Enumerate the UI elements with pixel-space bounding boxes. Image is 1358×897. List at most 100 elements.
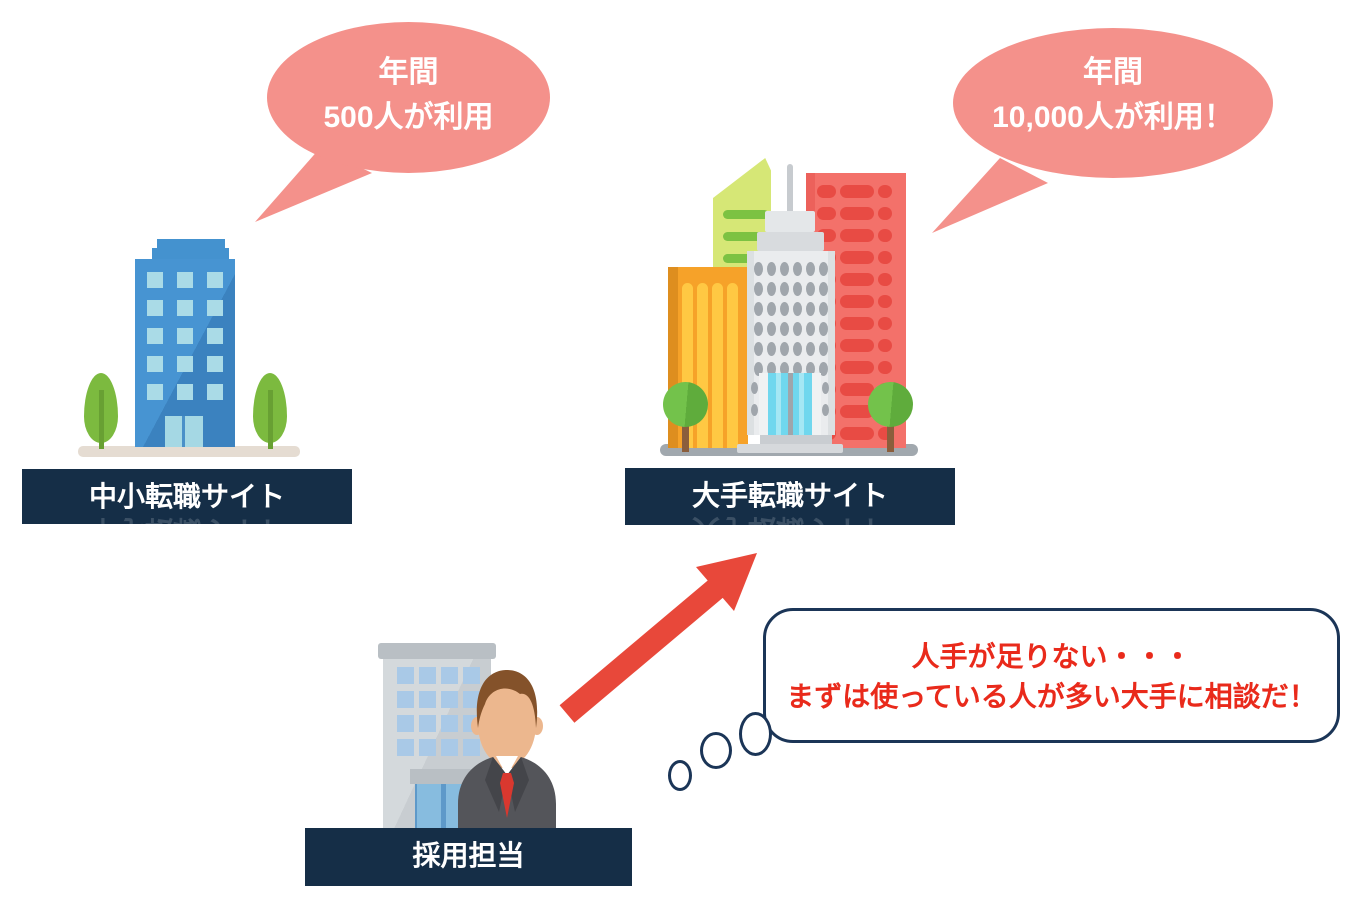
- thought-bubble: 人手が足りない・・・ まずは使っている人が多い大手に相談だ！: [763, 608, 1340, 743]
- window: [806, 322, 815, 336]
- window: [463, 691, 480, 708]
- window: [463, 667, 480, 684]
- window: [397, 715, 414, 732]
- window: [441, 739, 458, 756]
- window: [780, 262, 789, 276]
- glass-stripe: [799, 373, 804, 435]
- window: [147, 328, 163, 344]
- window-row: [817, 207, 892, 220]
- window: [840, 251, 874, 264]
- window: [819, 322, 828, 336]
- tree-trunk: [99, 390, 104, 449]
- window: [754, 302, 763, 316]
- skyscraper-pedestal-lower: [737, 444, 843, 453]
- window-stripe: [723, 254, 769, 263]
- window: [878, 251, 892, 264]
- window: [767, 302, 776, 316]
- label-major-site-text: 大手転職サイト: [691, 480, 888, 511]
- tie: [500, 773, 514, 818]
- recruiter-building-windows: [397, 667, 480, 756]
- label-recruiter: 採用担当: [305, 828, 632, 886]
- window: [419, 739, 436, 756]
- bubble-major-line2: 10,000人が利用！: [992, 101, 1234, 134]
- entrance-column: [759, 373, 768, 435]
- lapel: [485, 757, 507, 812]
- round-tree-icon: [868, 382, 913, 427]
- arrow-shaft: [559, 577, 727, 723]
- door-mullion: [788, 373, 793, 435]
- window: [819, 342, 828, 356]
- window: [754, 322, 763, 336]
- window: [397, 739, 414, 756]
- window: [817, 185, 836, 198]
- small-site-ground: [78, 446, 300, 457]
- window: [767, 262, 776, 276]
- glass-stripe: [776, 373, 781, 435]
- window: [840, 383, 874, 396]
- window: [840, 339, 874, 352]
- window: [207, 300, 223, 316]
- window: [207, 356, 223, 372]
- skyscraper-entrance: [768, 373, 812, 435]
- window: [177, 328, 193, 344]
- window-row: [817, 185, 892, 198]
- small-building-roof: [152, 248, 229, 259]
- window: [441, 691, 458, 708]
- window: [780, 362, 789, 376]
- small-building-icon: [135, 259, 235, 447]
- window: [793, 362, 802, 376]
- window: [463, 739, 480, 756]
- speech-tail-major-icon: [932, 158, 1048, 233]
- window: [177, 384, 193, 400]
- window-stripe: [682, 283, 693, 448]
- window: [147, 272, 163, 288]
- thought-line1: 人手が足りない・・・: [911, 641, 1192, 672]
- window: [177, 300, 193, 316]
- window: [840, 361, 874, 374]
- window: [840, 427, 874, 440]
- skyscraper-icon: [735, 158, 845, 453]
- tree-trunk: [268, 390, 273, 449]
- window: [840, 207, 874, 220]
- skyscraper-mid-block: [757, 232, 824, 251]
- window: [780, 342, 789, 356]
- orange-building-shade: [668, 267, 678, 448]
- recruiter-building-roof: [378, 643, 496, 659]
- small-building-roof-top: [157, 239, 225, 248]
- shirt: [496, 756, 518, 776]
- label-recruiter-text: 採用担当: [412, 840, 525, 871]
- window-stripe: [697, 283, 708, 448]
- window: [397, 691, 414, 708]
- window: [419, 715, 436, 732]
- window: [754, 262, 763, 276]
- round-tree-icon: [663, 382, 708, 427]
- window: [780, 302, 789, 316]
- face: [478, 682, 536, 766]
- window-stripe: [723, 232, 769, 241]
- window: [793, 282, 802, 296]
- entrance-column: [812, 373, 821, 435]
- window: [806, 342, 815, 356]
- annual-users-bubble-small: 年間 500人が利用: [267, 22, 550, 173]
- window: [754, 362, 763, 376]
- window: [806, 362, 815, 376]
- window: [878, 295, 892, 308]
- window: [793, 342, 802, 356]
- tree-trunk: [682, 420, 689, 452]
- window: [878, 361, 892, 374]
- window: [878, 273, 892, 286]
- window: [207, 272, 223, 288]
- label-small-site-reflection: 中小転職サイト: [22, 515, 352, 524]
- bubble-major-line1: 年間: [1083, 56, 1143, 89]
- label-major-site: 大手転職サイト 大手転職サイト: [625, 468, 955, 525]
- speech-tail-small-icon: [255, 148, 372, 222]
- window: [147, 384, 163, 400]
- window: [751, 404, 758, 416]
- window: [806, 282, 815, 296]
- window: [780, 282, 789, 296]
- lapel: [507, 757, 529, 812]
- window: [754, 342, 763, 356]
- window: [819, 362, 828, 376]
- label-small-site-text: 中小転職サイト: [88, 481, 285, 512]
